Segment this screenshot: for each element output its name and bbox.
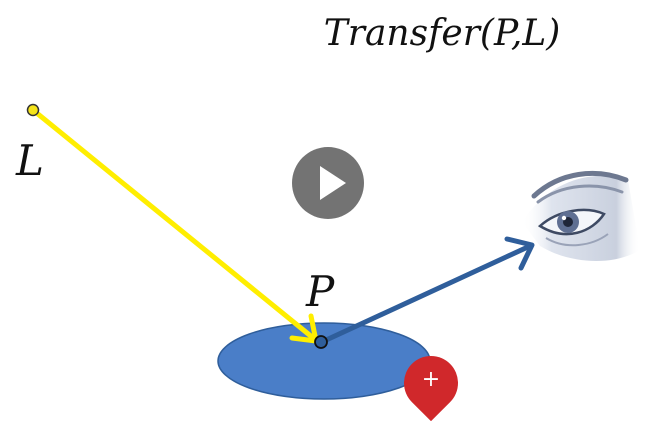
light-label: L [15, 136, 44, 185]
play-button[interactable] [292, 147, 364, 219]
point-label: P [305, 267, 335, 316]
plus-icon: + [421, 367, 441, 392]
surface-patch [217, 322, 431, 400]
light-source-point [26, 103, 40, 117]
play-icon [320, 166, 346, 200]
add-marker-button[interactable]: + [392, 344, 470, 421]
eye-image [522, 170, 640, 262]
transfer-title: Transfer(P,L) [324, 13, 561, 54]
light-ray [30, 107, 315, 340]
view-ray-arrowhead [504, 236, 535, 271]
view-ray [321, 243, 533, 344]
surface-point [314, 335, 328, 349]
